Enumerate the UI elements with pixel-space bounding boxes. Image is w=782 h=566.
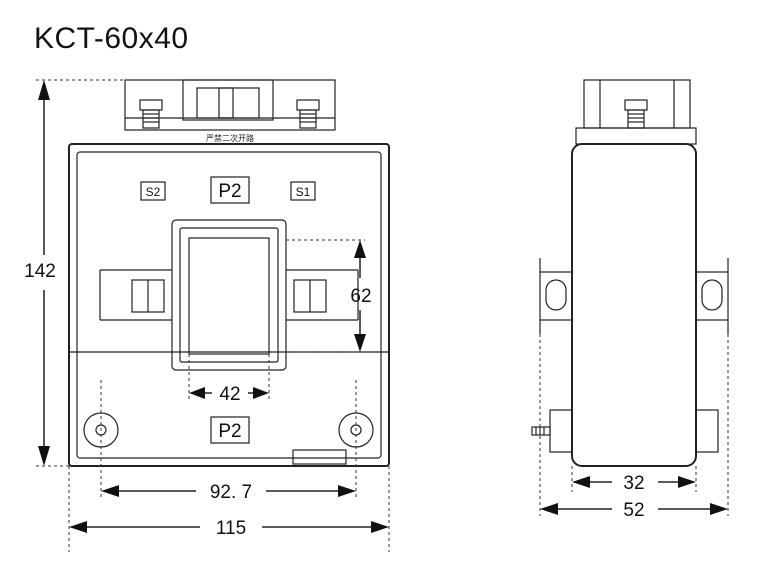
terminal-cover: [182, 79, 274, 121]
side-body: [571, 143, 697, 467]
s1-label-box: [290, 181, 316, 201]
bottom-tab: [292, 449, 347, 465]
side-view: [531, 79, 729, 467]
side-dimensions: 32 52: [539, 334, 729, 521]
side-right-tab: [695, 409, 719, 453]
drawing-title: KCT-60x40: [34, 22, 189, 55]
front-dimensions: 142 62 42 92. 7 115: [24, 79, 390, 552]
side-left-bracket: [539, 258, 573, 334]
side-bolt-tab: [531, 409, 573, 453]
dim-window-height-label: 62: [350, 286, 371, 307]
side-terminal-base: [575, 127, 697, 145]
dim-height-label: 142: [24, 261, 56, 282]
right-terminal-screw: [296, 99, 320, 129]
left-bracket: [99, 269, 172, 321]
dim-total-width-label: 115: [216, 518, 246, 539]
side-terminal-screw: [624, 99, 648, 129]
front-body-outline: [68, 143, 390, 467]
front-body-inner: [76, 151, 382, 459]
dim-side-total-label: 52: [623, 500, 644, 521]
window-outer: [171, 219, 287, 371]
side-right-bracket: [695, 258, 729, 334]
dim-window-width-label: 42: [219, 384, 240, 405]
p2-top-label-box: [210, 176, 250, 204]
s2-label: S2: [146, 185, 161, 199]
window-opening: [188, 237, 270, 355]
front-view: 严禁二次开路 S2 P2 S1: [68, 79, 390, 467]
s2-label-box: [140, 181, 166, 201]
window-frame: [179, 227, 279, 363]
p2-top-label: P2: [218, 181, 241, 202]
p2-bottom-label-box: [210, 416, 250, 444]
p2-bottom-label: P2: [218, 421, 241, 442]
right-bracket: [286, 269, 359, 321]
left-terminal-screw: [139, 99, 163, 129]
dim-mount-spacing-label: 92. 7: [210, 482, 252, 503]
s1-label: S1: [296, 185, 311, 199]
dim-side-depth-label: 32: [623, 473, 644, 494]
warning-label: 严禁二次开路: [206, 133, 254, 143]
